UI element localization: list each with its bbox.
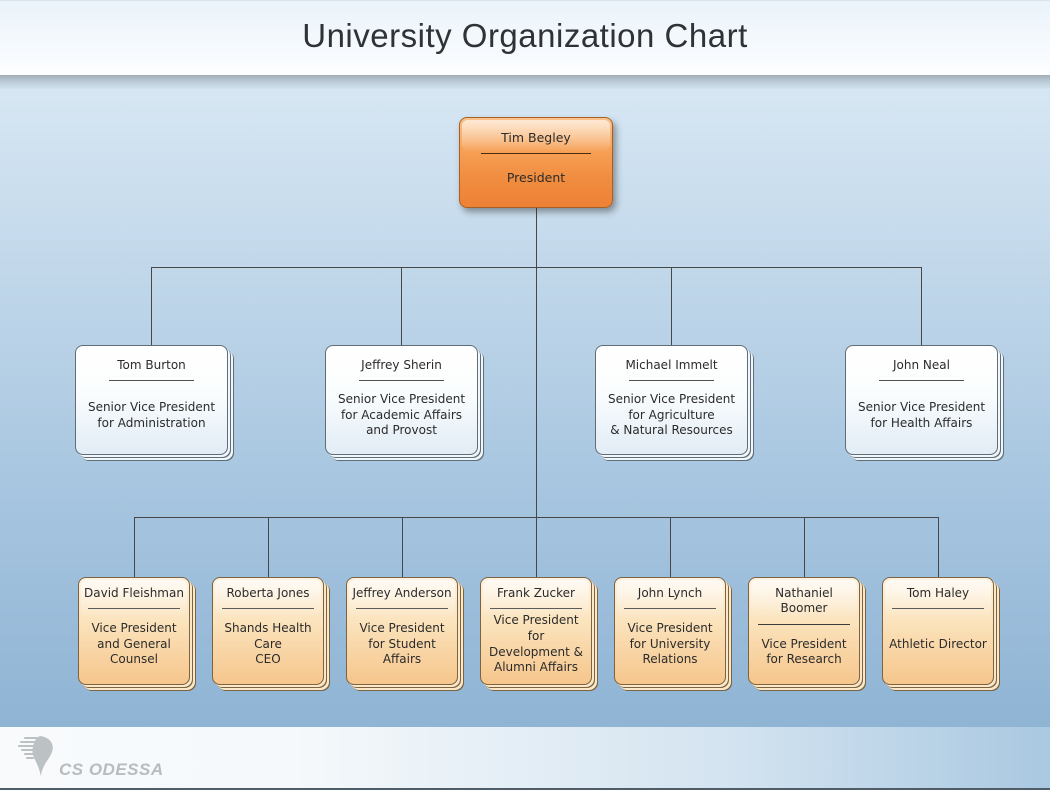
node-divider <box>221 608 315 610</box>
connector-drop <box>921 267 922 345</box>
node-divider <box>481 153 591 154</box>
node-president[interactable]: Tim Begley President <box>459 117 613 208</box>
node-name: Nathaniel Boomer <box>775 586 833 616</box>
node-role: Vice President for Research <box>761 636 847 667</box>
node-role: Athletic Director <box>889 636 987 651</box>
connector-drop <box>151 267 152 345</box>
node-svp-administration[interactable]: Tom Burton Senior Vice President for Adm… <box>75 345 228 455</box>
node-divider <box>891 608 985 610</box>
node-shands-ceo[interactable]: Roberta Jones Shands Health Care CEO <box>212 577 324 685</box>
connector-drop <box>671 267 672 345</box>
connector-drop <box>804 517 805 577</box>
connector-level3-bus <box>134 517 939 518</box>
node-divider <box>489 608 583 610</box>
node-role: Vice President for University Relations <box>627 621 713 667</box>
node-name: Tom Burton <box>117 358 186 372</box>
node-name: Michael Immelt <box>625 358 718 372</box>
node-svp-academic-affairs[interactable]: Jeffrey Sherin Senior Vice President for… <box>325 345 478 455</box>
node-name: Tom Haley <box>906 586 970 600</box>
node-vp-university-relations[interactable]: John Lynch Vice President for University… <box>614 577 726 685</box>
node-name: Frank Zucker <box>497 586 575 600</box>
header: University Organization Chart <box>0 0 1050 76</box>
node-name: John Lynch <box>637 586 703 600</box>
node-divider <box>359 380 444 382</box>
node-vp-research[interactable]: Nathaniel Boomer Vice President for Rese… <box>748 577 860 685</box>
node-vp-student-affairs[interactable]: Jeffrey Anderson Vice President for Stud… <box>346 577 458 685</box>
node-role: President <box>506 170 566 186</box>
connector-drop <box>401 267 402 345</box>
node-role: Vice President for Development & Alumni … <box>489 613 583 675</box>
node-vp-general-counsel[interactable]: David Fleishman Vice President and Gener… <box>78 577 190 685</box>
footer: CS ODESSA <box>0 727 1050 788</box>
node-role: Vice President and General Counsel <box>91 621 177 667</box>
node-role: Senior Vice President for Administration <box>87 400 216 430</box>
tornado-swirl-icon <box>18 736 53 776</box>
node-divider <box>109 380 194 382</box>
node-role: Vice President for Student Affairs <box>359 621 445 667</box>
node-role: Senior Vice President for Health Affairs <box>857 400 986 430</box>
node-divider <box>757 623 851 625</box>
node-role: Shands Health Care CEO <box>224 621 312 667</box>
node-divider <box>629 380 714 382</box>
node-vp-development[interactable]: Frank Zucker Vice President for Developm… <box>480 577 592 685</box>
logo-text: CS ODESSA <box>59 760 164 779</box>
connector-drop <box>134 517 135 577</box>
node-svp-agriculture[interactable]: Michael Immelt Senior Vice President for… <box>595 345 748 455</box>
node-athletic-director[interactable]: Tom Haley Athletic Director <box>882 577 994 685</box>
connector-level2-bus <box>151 267 922 268</box>
node-name: David Fleishman <box>84 586 184 600</box>
node-name: Tim Begley <box>501 130 571 145</box>
bottom-border <box>0 788 1050 790</box>
cs-odessa-logo: CS ODESSA <box>18 734 164 780</box>
connector-drop <box>402 517 403 577</box>
node-role: Senior Vice President for Academic Affai… <box>337 392 466 438</box>
node-divider <box>879 380 964 382</box>
node-name: Jeffrey Anderson <box>352 586 452 600</box>
node-role: Senior Vice President for Agriculture & … <box>607 392 736 438</box>
node-divider <box>623 608 717 610</box>
connector-drop <box>268 517 269 577</box>
header-divider-band <box>0 75 1050 89</box>
node-svp-health-affairs[interactable]: John Neal Senior Vice President for Heal… <box>845 345 998 455</box>
node-name: Roberta Jones <box>226 586 310 600</box>
connector-drop <box>670 517 671 577</box>
node-divider <box>355 608 449 610</box>
node-name: John Neal <box>893 358 950 372</box>
node-divider <box>87 608 181 610</box>
page-title: University Organization Chart <box>302 17 748 54</box>
connector-drop <box>938 517 939 577</box>
node-name: Jeffrey Sherin <box>361 358 442 372</box>
connector-trunk <box>536 207 537 577</box>
